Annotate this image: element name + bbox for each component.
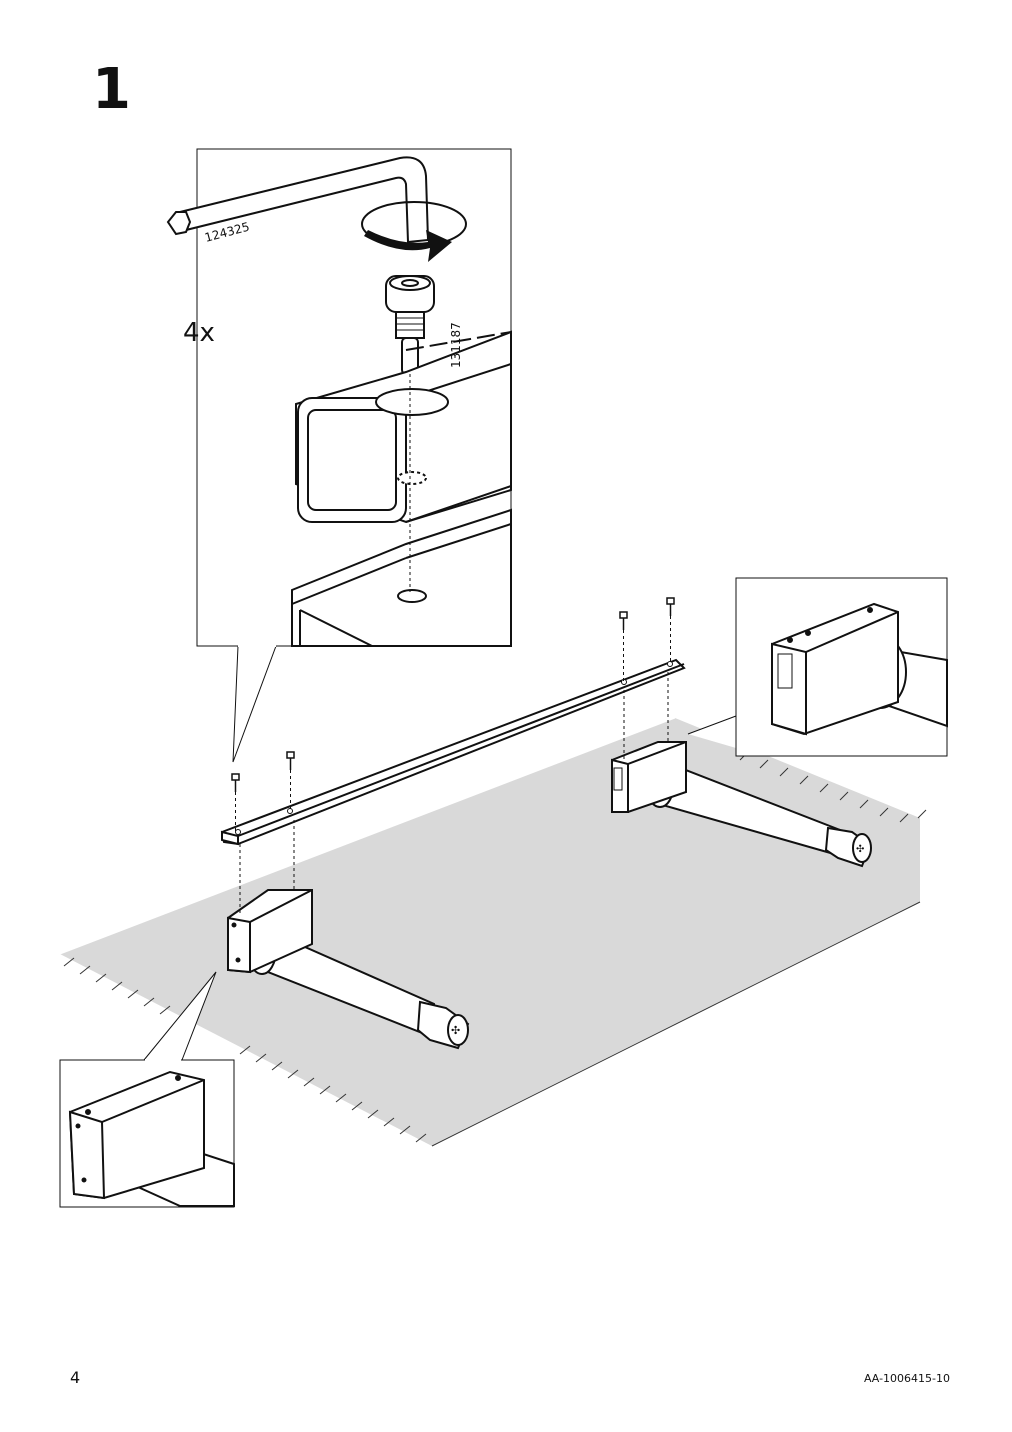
quantity-label: 4x [183,318,215,348]
screw-2 [286,751,295,770]
screws [231,597,675,792]
screw-3 [619,611,628,630]
svg-text:✣: ✣ [856,844,864,855]
foot-left: ✣ [227,889,470,1050]
screw-4 [666,597,675,616]
document-code: AA-1006415-10 [863,1372,950,1385]
floor-area [59,717,927,1147]
rail-profile [295,330,512,524]
cross-rail [220,658,686,846]
detail-callout-left [59,971,235,1208]
screw-part-number: 131187 [449,322,463,368]
step-number: 1 [92,57,131,122]
screw-1 [231,773,240,792]
page-number: 4 [70,1368,81,1387]
hex-key-tool [166,156,430,244]
guide-lines [235,616,671,914]
foot-right: ✣ [611,741,872,868]
detail-callout-right [687,577,948,757]
foot-profile [291,508,512,647]
detail-callout-top [166,148,512,763]
svg-text:✣: ✣ [451,1024,460,1037]
